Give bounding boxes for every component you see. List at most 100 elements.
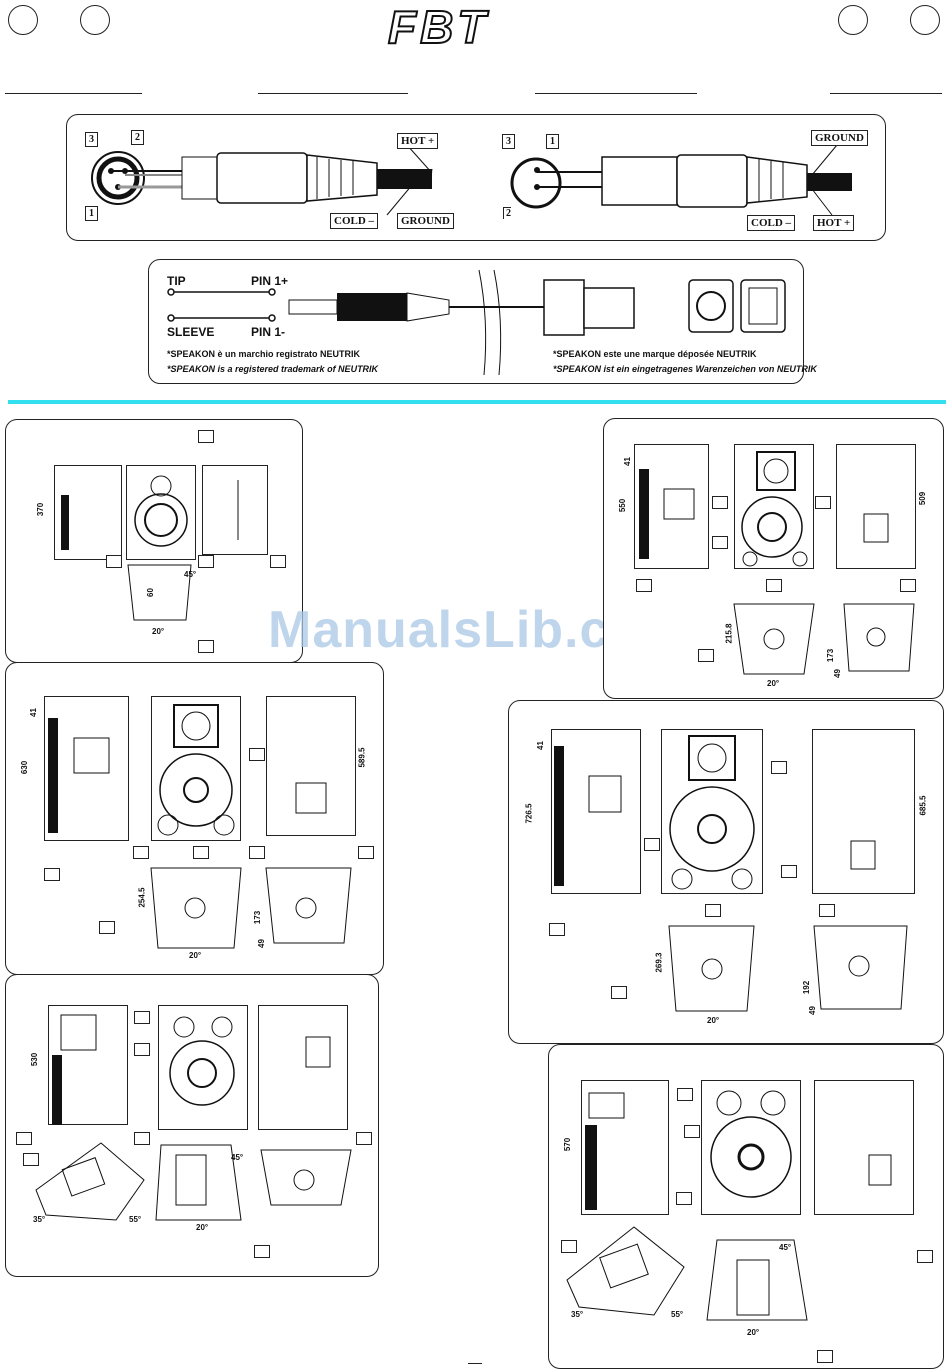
p5-callout-b [134, 1043, 150, 1056]
p6-callout-a [677, 1088, 693, 1101]
header-rule-2 [258, 93, 408, 94]
p4-callout-c [781, 865, 797, 878]
p6-details [566, 1090, 892, 1321]
p6-dim-angle-2: 55° [671, 1310, 684, 1319]
p3-callout-b [133, 846, 149, 859]
p6-rear-view [814, 1080, 914, 1215]
p2-dim-top: 41 [622, 457, 632, 466]
xlr-f-cold-label: COLD – [330, 213, 379, 229]
p2-callout-c [815, 496, 831, 509]
p3-callout-e [358, 846, 374, 859]
p3-dim-top: 41 [28, 708, 38, 717]
note-french: *SPEAKON este une marque déposée NEUTRIK [553, 349, 757, 359]
p5-dim-angle-3: 45° [231, 1153, 244, 1162]
p4-callout-g [611, 986, 627, 999]
note-italian: *SPEAKON è un marchio registrato NEUTRIK [167, 349, 361, 359]
footer-dash [468, 1363, 482, 1364]
xlr-f-pin-1: 1 [85, 206, 98, 221]
p2-callout-d [636, 579, 652, 592]
header-circle-3 [838, 5, 868, 35]
p2-dim-b1: 215.8 [724, 623, 734, 644]
speaker-panel-2: 550 41 509 215.8 173 49 20° [603, 418, 944, 699]
p2-callout-g [698, 649, 714, 662]
p2-dim-b3: 49 [832, 669, 842, 678]
p4-callout-f [549, 923, 565, 936]
p6-dim-height: 570 [563, 1137, 573, 1152]
p4-details [554, 735, 908, 1012]
xlr-f-ground-label: GROUND [397, 213, 454, 229]
p6-callout-f [817, 1350, 833, 1363]
p3-callout-c [193, 846, 209, 859]
p3-details [48, 704, 352, 949]
p4-dim-height: 726.5 [524, 803, 534, 824]
p2-dim-right: 509 [918, 491, 928, 506]
p5-dim-angle-4: 20° [196, 1223, 209, 1232]
p3-callout-g [99, 921, 115, 934]
p5-callout-d [134, 1132, 150, 1145]
speaker-panel-1: 370 60 45° 20° [5, 419, 303, 663]
xlr-m-cold-label: COLD – [747, 215, 796, 231]
p5-callout-a [134, 1011, 150, 1024]
p3-dim-b2: 173 [253, 910, 263, 925]
p6-callout-d [917, 1250, 933, 1263]
section-divider [8, 400, 946, 404]
header-rule-4 [830, 93, 942, 94]
p3-dim-right: 589.5 [357, 747, 367, 768]
xlr-female-drawing [91, 144, 852, 216]
p6-callout-b [684, 1125, 700, 1138]
xlr-m-pin-1: 1 [546, 134, 559, 149]
p3-dim-b1: 254.5 [137, 887, 147, 908]
logo: FBT [387, 0, 490, 54]
p5-dim-angle-1: 35° [33, 1215, 46, 1224]
p1-callout-d [270, 555, 286, 568]
p6-dim-angle-4: 20° [747, 1328, 760, 1337]
p6-callout-e [561, 1240, 577, 1253]
p5-callout-c [16, 1132, 32, 1145]
xlr-f-pin-2: 2 [131, 130, 144, 145]
header-circle-2 [80, 5, 110, 35]
header-rule-1 [5, 93, 142, 94]
p4-callout-a [771, 761, 787, 774]
p6-dim-angle-1: 35° [571, 1310, 584, 1319]
p6-callout-c [676, 1192, 692, 1205]
header-circle-1 [8, 5, 38, 35]
jack-pin1m-label: PIN 1- [251, 325, 286, 339]
p1-dim-depth: 60 [145, 588, 155, 597]
p2-dim-b2: 173 [826, 648, 836, 663]
header-circle-4 [910, 5, 940, 35]
xlr-m-pin-3: 3 [502, 134, 515, 149]
p3-dim-angle: 20° [189, 951, 202, 960]
p2-callout-a [712, 496, 728, 509]
p5-callout-g [254, 1245, 270, 1258]
p5-callout-f [23, 1153, 39, 1166]
p2-details [639, 451, 915, 675]
p5-details [35, 1014, 352, 1221]
jack-panel: TIP PIN 1+ SLEEVE PIN 1- *SPEAKON è un m… [148, 259, 817, 384]
p5-dim-height: 530 [30, 1052, 40, 1067]
p1-details [61, 475, 239, 621]
xlr-f-pin-3: 3 [85, 132, 98, 147]
p4-dim-b2: 192 [802, 980, 812, 995]
speaker-panel-4: 726.5 41 685.5 269.3 192 49 20° [508, 700, 944, 1044]
p1-dim-angle-1: 45° [184, 570, 197, 579]
p4-callout-e [819, 904, 835, 917]
header-rule-3 [535, 93, 697, 94]
p2-callout-f [900, 579, 916, 592]
p3-dim-b3: 49 [256, 939, 266, 948]
jack-tip-label: TIP [167, 274, 186, 288]
p3-side-view [44, 696, 129, 841]
p1-front-view [126, 465, 196, 560]
p1-callout-c [198, 555, 214, 568]
p4-dim-b3: 49 [807, 1006, 817, 1015]
p5-dim-angle-2: 55° [129, 1215, 142, 1224]
p4-dim-top: 41 [535, 741, 545, 750]
speaker-panel-5: 530 35° 55° 45° 20° [5, 974, 379, 1277]
p2-dim-height: 550 [618, 498, 628, 513]
xlr-m-pin-2: 2 [503, 207, 511, 219]
p6-dim-angle-3: 45° [779, 1243, 792, 1252]
xlr-m-ground-label: GROUND [811, 130, 868, 146]
p1-callout-b [106, 555, 122, 568]
p4-rear-view [812, 729, 915, 894]
p4-dim-angle: 20° [707, 1016, 720, 1025]
p4-callout-d [705, 904, 721, 917]
